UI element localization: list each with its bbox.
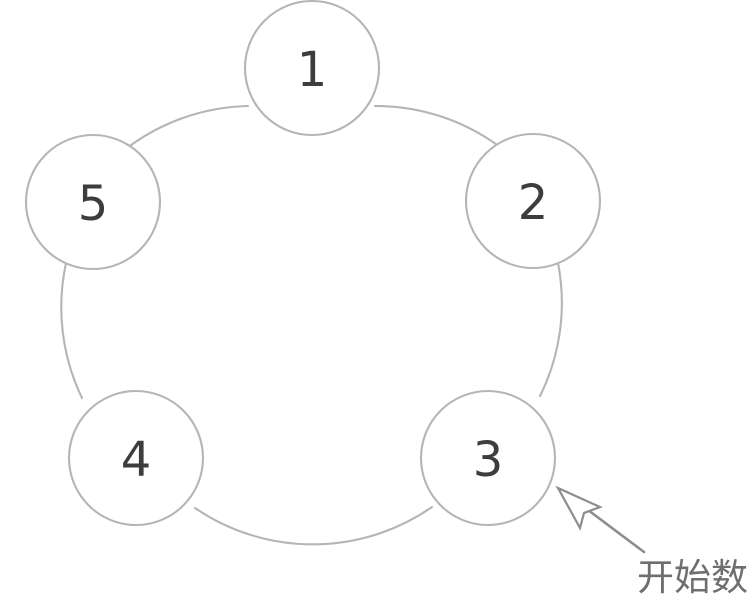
annotation-label-start-number: 开始数 [637,556,748,599]
node-4-label: 4 [121,432,152,488]
edge-1-to-2 [373,104,502,149]
edge-4-to-5 [60,261,84,400]
node-5-label: 5 [78,176,109,232]
node-4[interactable]: 4 [67,389,205,527]
node-2-label: 2 [518,175,549,231]
node-4-circle[interactable] [67,389,205,527]
annotation-arrow-shaft [586,508,646,554]
edge-2-to-3 [538,261,563,398]
annotation-arrow-head-icon [555,485,603,531]
edge-group [60,104,563,546]
node-5-circle[interactable] [24,133,162,271]
node-3-label: 3 [473,432,504,488]
edge-5-to-1 [125,104,250,150]
node-2[interactable]: 2 [464,132,602,270]
node-1-label: 1 [297,42,328,98]
node-3-circle[interactable] [419,389,557,527]
start-annotation-group: 开始数 [555,485,748,599]
edge-3-to-4 [193,505,434,546]
node-2-circle[interactable] [464,132,602,270]
node-1[interactable]: 1 [243,0,381,137]
node-1-circle[interactable] [243,0,381,137]
node-5[interactable]: 5 [24,133,162,271]
node-3[interactable]: 3 [419,389,557,527]
